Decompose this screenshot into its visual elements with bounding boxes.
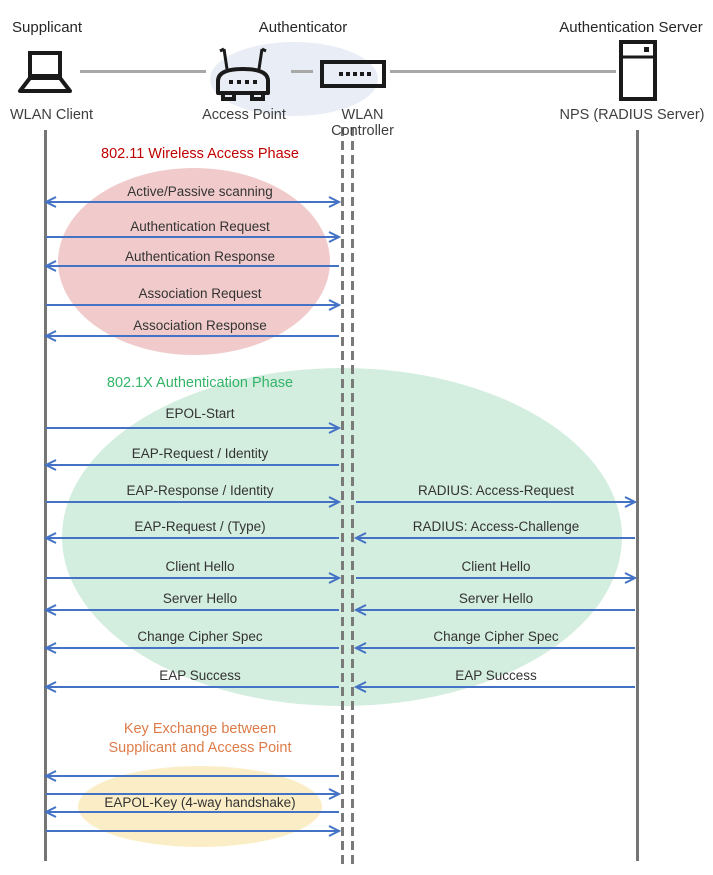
phase-title-key-exchange-line1: Key Exchange between <box>123 721 277 737</box>
message-label: EAP Success <box>455 668 537 683</box>
message-arrow-left <box>43 532 339 544</box>
message-arrow-left <box>43 330 339 342</box>
message-arrow-left <box>43 681 339 693</box>
message-label: EPOL-Start <box>165 406 235 421</box>
connector-ap-controller <box>291 70 313 73</box>
connector-controller-server <box>390 70 616 73</box>
lifeline-controller-dashed-2 <box>351 127 354 866</box>
message-label: Authentication Response <box>124 249 276 264</box>
message-label: RADIUS: Access-Challenge <box>412 519 580 534</box>
device-wlan-controller: WLAN Controller <box>331 107 394 139</box>
message-arrow-right <box>46 231 342 243</box>
message-arrow-right <box>46 572 342 584</box>
message-label: Active/Passive scanning <box>127 184 273 199</box>
message-arrow-right <box>46 299 342 311</box>
phase-title-authentication: 802.1X Authentication Phase <box>106 375 294 391</box>
message-label: Change Cipher Spec <box>137 629 263 644</box>
phase-title-wireless-access: 802.11 Wireless Access Phase <box>101 146 299 162</box>
message-arrow-left <box>353 532 635 544</box>
message-label: EAP-Request / (Type) <box>134 519 266 534</box>
message-label: Client Hello <box>461 559 531 574</box>
message-label: EAP Success <box>159 668 241 683</box>
message-label: RADIUS: Access-Request <box>417 483 575 498</box>
message-arrow-left <box>43 770 339 782</box>
access-point-icon <box>216 47 270 101</box>
message-label: EAP-Request / Identity <box>131 446 269 461</box>
role-authentication-server: Authentication Server <box>559 19 703 36</box>
message-label: Association Response <box>133 318 267 333</box>
message-arrow-left <box>353 681 635 693</box>
device-access-point: Access Point <box>202 107 286 123</box>
message-label: EAP-Response / Identity <box>126 483 274 498</box>
message-arrow-left <box>43 459 339 471</box>
message-label: Association Request <box>138 286 262 301</box>
message-arrow-left <box>43 604 339 616</box>
lifeline-controller-dashed-1 <box>341 127 344 866</box>
laptop-icon <box>18 51 72 93</box>
message-arrow-right <box>46 422 342 434</box>
message-arrow-right <box>356 572 638 584</box>
wlan-controller-icon <box>320 60 386 88</box>
lifeline-wlan-client <box>44 130 47 861</box>
message-arrow-right <box>356 496 638 508</box>
device-wlan-client: WLAN Client <box>10 107 93 123</box>
message-arrow-left <box>353 604 635 616</box>
message-arrow-right <box>46 496 342 508</box>
message-label: Client Hello <box>165 559 235 574</box>
role-authenticator: Authenticator <box>258 19 348 36</box>
message-arrow-left <box>43 806 339 818</box>
message-label: Server Hello <box>162 591 238 606</box>
message-arrow-left <box>43 260 339 272</box>
message-arrow-left <box>353 642 635 654</box>
role-supplicant: Supplicant <box>12 19 83 36</box>
authenticator-highlight-ellipse <box>210 42 378 116</box>
phase-ellipse-key-exchange <box>78 766 322 847</box>
message-label: Change Cipher Spec <box>433 629 559 644</box>
message-arrow-both <box>43 196 342 208</box>
message-arrow-right <box>46 825 342 837</box>
message-label: Server Hello <box>458 591 534 606</box>
message-label: EAPOL-Key (4-way handshake) <box>104 795 296 810</box>
phase-ellipse-wireless-access <box>58 168 330 355</box>
message-arrow-right <box>46 788 342 800</box>
server-icon <box>619 40 657 101</box>
lifeline-radius-server <box>636 130 639 861</box>
phase-title-key-exchange-line2: Supplicant and Access Point <box>108 740 292 756</box>
message-label: Authentication Request <box>130 219 270 234</box>
connector-client-ap <box>80 70 206 73</box>
device-nps-radius-server: NPS (RADIUS Server) <box>559 107 705 123</box>
message-arrow-left <box>43 642 339 654</box>
